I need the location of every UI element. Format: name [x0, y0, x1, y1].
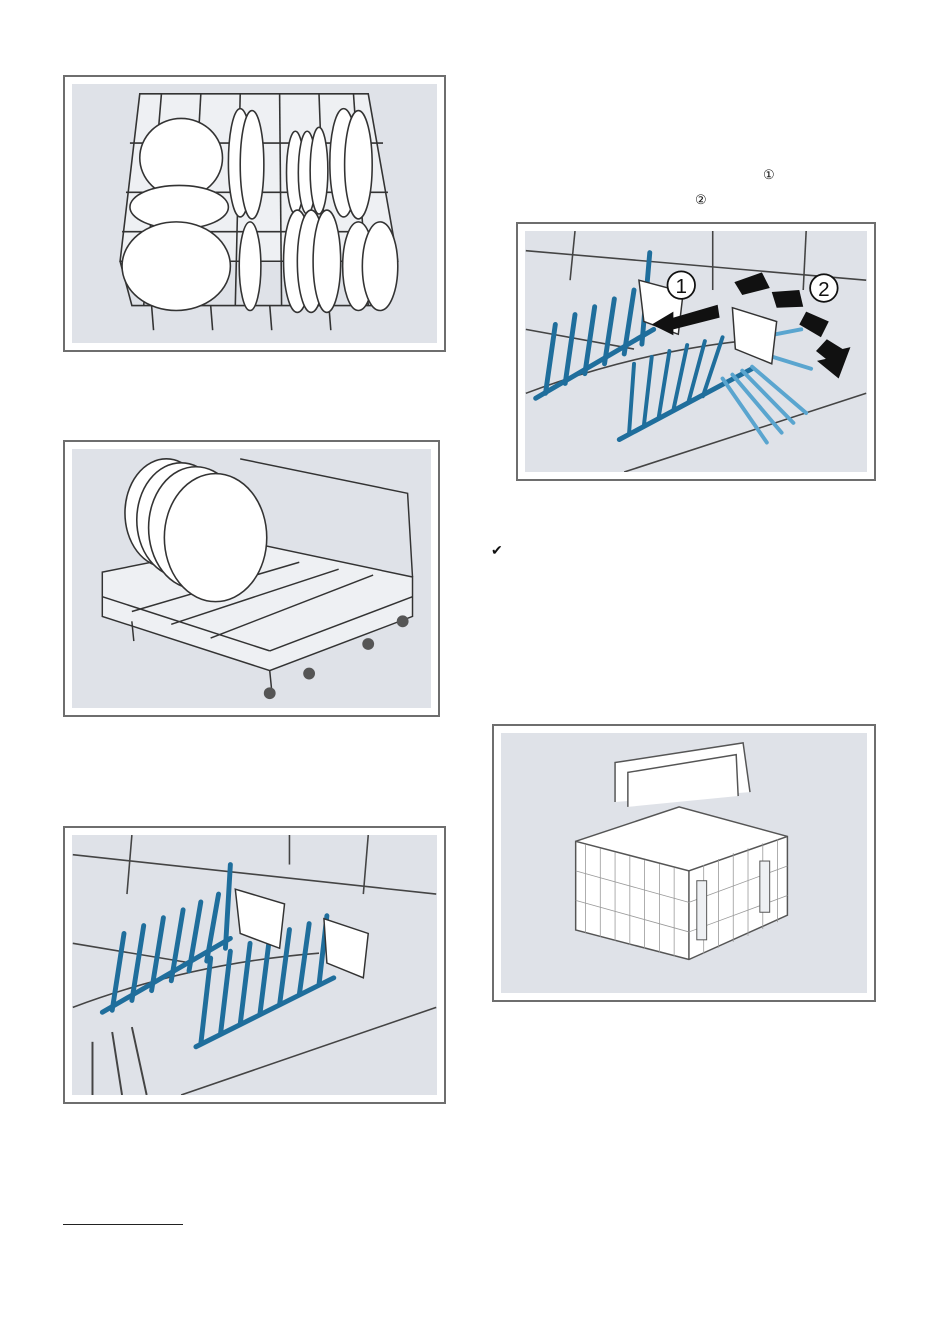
lower-basket-plates-icon	[72, 449, 431, 708]
figure-lower-basket-plates	[63, 440, 440, 717]
cutlery-basket-icon	[501, 733, 867, 993]
callout-2: 2	[818, 278, 829, 301]
figure-cutlery-basket	[492, 724, 876, 1002]
figure-folding-tines	[63, 826, 446, 1104]
folding-tines-icon	[72, 835, 437, 1095]
figure-folding-tines-arrows: 1 2	[516, 222, 876, 481]
callout-1: 1	[676, 275, 687, 298]
step-marker-2: ②	[695, 193, 707, 207]
folding-tines-arrows-icon: 1 2	[525, 231, 867, 472]
footnote-separator	[63, 1224, 183, 1225]
check-mark-icon: ✔	[491, 543, 503, 557]
step-marker-1: ①	[763, 168, 775, 182]
figure-upper-basket-loaded	[63, 75, 446, 352]
dish-rack-loaded-icon	[72, 84, 437, 343]
